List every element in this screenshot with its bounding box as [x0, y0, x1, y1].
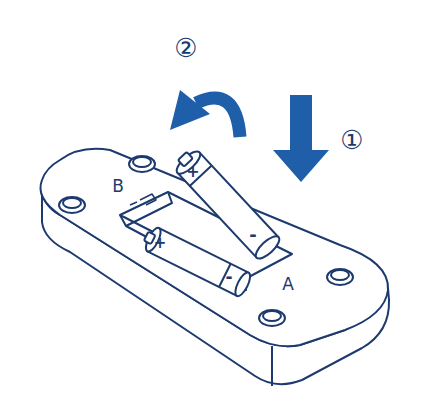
device-top — [40, 149, 388, 347]
polarity-sign: + — [154, 236, 167, 251]
step-number: ② — [174, 35, 197, 61]
side-seam — [271, 346, 273, 386]
step-number: ① — [340, 127, 363, 153]
polarity-sign: - — [249, 226, 256, 244]
insert-arrow — [273, 95, 329, 182]
polarity-sign: - — [225, 269, 232, 286]
rotate-arrow-head — [170, 90, 210, 130]
spring-contact — [130, 194, 156, 205]
terminal-label: A — [282, 276, 294, 293]
polarity-sign: + — [186, 164, 199, 180]
battery-upper — [171, 146, 282, 262]
terminal-label: B — [112, 178, 124, 195]
rotate-arrow — [196, 98, 240, 137]
